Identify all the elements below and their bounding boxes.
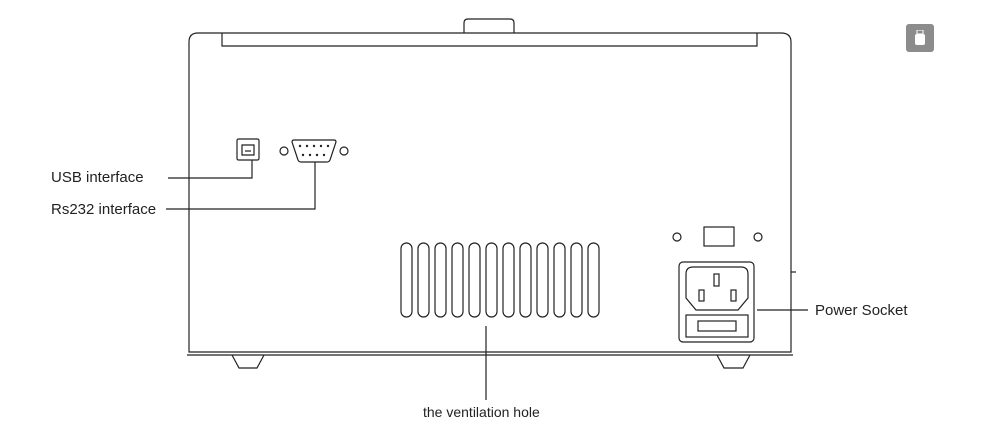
power-switch	[672, 226, 763, 247]
power-socket	[678, 261, 755, 343]
power-socket-label: Power Socket	[815, 302, 908, 319]
rs232-interface-label: Rs232 interface	[51, 201, 157, 218]
top-handle	[463, 18, 515, 33]
usb-interface-label: USB interface	[51, 169, 144, 186]
ventilation-slots	[400, 242, 600, 318]
usb-stick-icon[interactable]	[906, 24, 934, 52]
usb-leader-line	[168, 160, 253, 179]
usb-stick-glyph	[915, 30, 925, 45]
rs232-leader-line	[166, 162, 316, 210]
rs232-pins	[298, 144, 330, 157]
rs232-port	[279, 139, 349, 163]
foot-right	[716, 354, 751, 369]
ventilation-hole-label: the ventilation hole	[423, 404, 540, 420]
foot-left	[231, 354, 265, 369]
top-rail	[221, 33, 758, 47]
housing-outline	[188, 32, 792, 353]
usb-port	[236, 138, 260, 161]
